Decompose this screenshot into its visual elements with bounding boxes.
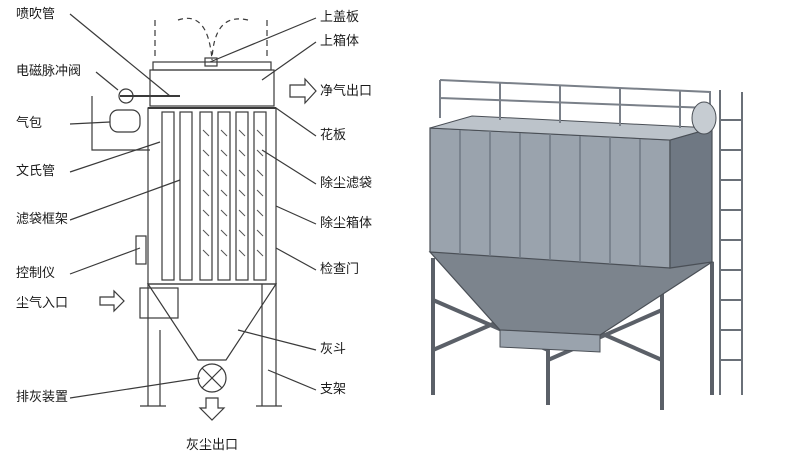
label-support: 支架 xyxy=(320,382,347,397)
schematic-drawing xyxy=(69,13,317,421)
label-air-bag: 气包 xyxy=(16,116,43,131)
label-spray-pipe: 喷吹管 xyxy=(16,7,56,22)
label-dust-box: 除尘箱体 xyxy=(320,216,373,231)
label-upper-box: 上箱体 xyxy=(320,34,360,49)
label-tube-sheet: 花板 xyxy=(320,128,347,143)
label-pulse-valve: 电磁脉冲阀 xyxy=(16,64,82,79)
label-inspection-door: 检查门 xyxy=(320,262,360,277)
label-ash-outlet: 灰尘出口 xyxy=(186,438,239,453)
label-venturi: 文氏管 xyxy=(16,164,56,179)
ash-outlet-arrow-icon xyxy=(198,397,226,421)
label-controller: 控制仪 xyxy=(16,266,56,281)
clean-outlet-arrow-icon xyxy=(289,77,317,105)
label-discharge: 排灰装置 xyxy=(16,390,69,405)
label-dust-inlet: 尘气入口 xyxy=(16,296,69,311)
isometric-render xyxy=(428,79,743,410)
label-upper-cover: 上盖板 xyxy=(320,10,360,25)
label-bag-cage: 滤袋框架 xyxy=(16,212,69,227)
label-clean-outlet: 净气出口 xyxy=(320,84,373,99)
label-ash-hopper: 灰斗 xyxy=(320,342,347,357)
dust-inlet-arrow-icon xyxy=(99,289,125,313)
label-filter-bag: 除尘滤袋 xyxy=(320,176,373,191)
